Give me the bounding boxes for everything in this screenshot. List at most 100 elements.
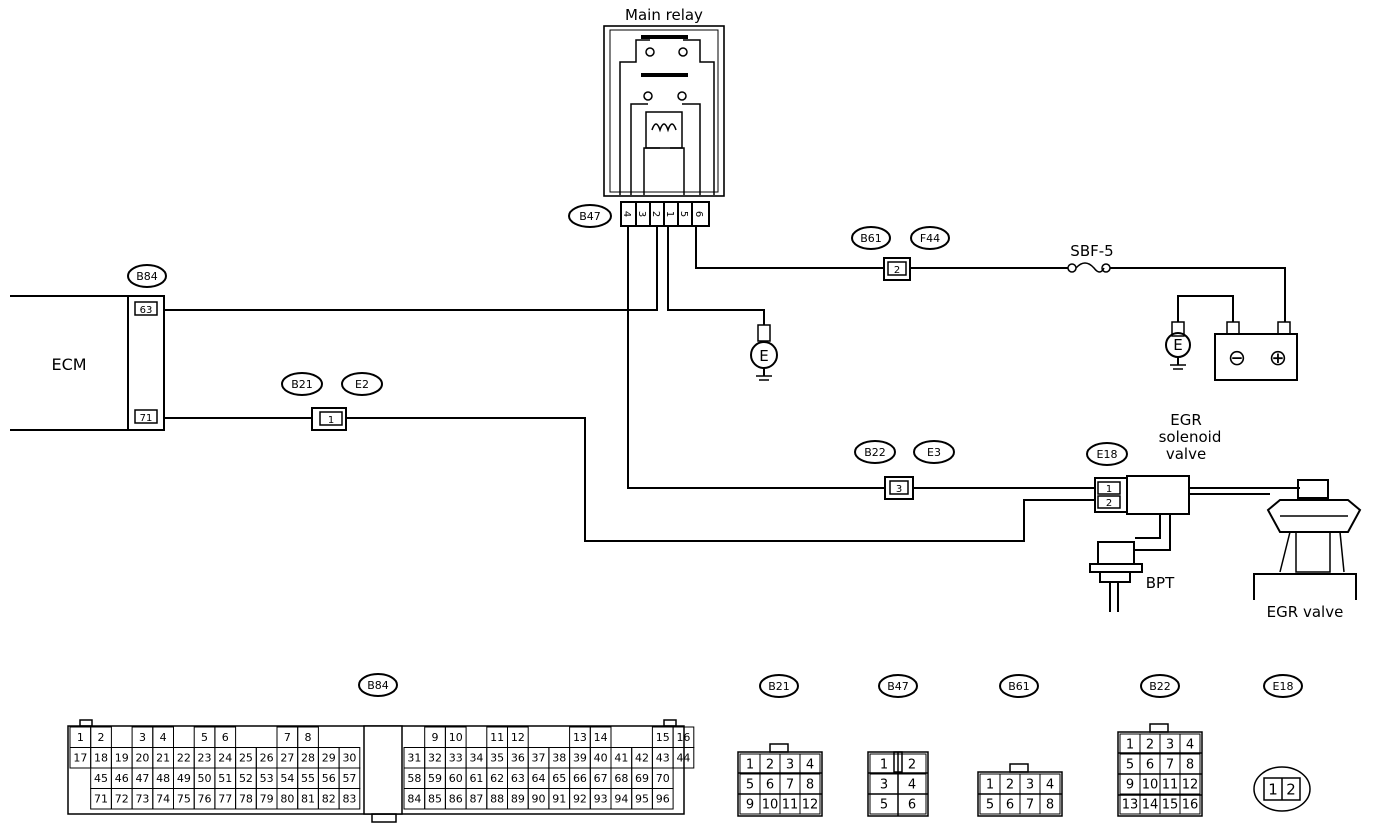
b47-view-tag	[878, 674, 918, 698]
b84-view-tag	[358, 673, 398, 697]
b21-connector	[311, 407, 347, 431]
ground-symbol	[750, 324, 778, 381]
egr-solenoid-label-2: solenoid	[1159, 428, 1222, 446]
b21-pin: 1	[328, 415, 334, 426]
egr-solenoid-label-3: valve	[1166, 445, 1206, 463]
b84-view-pin-43: 43	[656, 752, 670, 765]
b22-view-pin-7: 7	[1166, 758, 1174, 773]
b22-view-pin-15: 15	[1162, 798, 1179, 813]
b21-view-pin-5: 5	[746, 778, 754, 793]
b22-view-pin-3: 3	[1166, 738, 1174, 753]
b84-view-pin-51: 51	[218, 772, 232, 785]
b84-view-pin-42: 42	[635, 752, 649, 765]
b84-view-pin-25: 25	[239, 752, 253, 765]
b84-view-pin-21: 21	[156, 752, 170, 765]
b84-view-pin-33: 33	[449, 752, 463, 765]
b84-view-pin-41: 41	[614, 752, 628, 765]
b84-view-pin-58: 58	[407, 772, 421, 785]
b84-view-pin-87: 87	[469, 793, 483, 806]
b84-view-pin-80: 80	[280, 793, 294, 806]
b84-view-pin-72: 72	[115, 793, 129, 806]
e3-tag	[913, 440, 955, 464]
b84-view-pin-14: 14	[594, 731, 608, 744]
b84-view-pin-52: 52	[239, 772, 253, 785]
b84-view-pin-46: 46	[115, 772, 129, 785]
b21-view-pin-4: 4	[806, 758, 814, 773]
b84-view-pin-90: 90	[532, 793, 546, 806]
b84-view-pin-37: 37	[532, 752, 546, 765]
b84-view-pin-96: 96	[656, 793, 670, 806]
b22-view-pin-14: 14	[1142, 798, 1159, 813]
b21-view-pin-2: 2	[766, 758, 774, 773]
b22-view-pin-2: 2	[1146, 738, 1154, 753]
b22-view-pin-4: 4	[1186, 738, 1194, 753]
b21-view-pin-3: 3	[786, 758, 794, 773]
wire-relay-to-b22	[627, 226, 885, 489]
b47-tag-label: B47	[579, 210, 601, 223]
b21-view-pin-10: 10	[762, 798, 779, 813]
b84-view-pin-16: 16	[676, 731, 690, 744]
b22-connector	[884, 476, 914, 500]
b84-view-pin-22: 22	[177, 752, 191, 765]
battery-plus-label: ⊕	[1269, 346, 1287, 371]
b84-view-pin-13: 13	[573, 731, 587, 744]
b84-view-pin-92: 92	[573, 793, 587, 806]
b61-view-pin-2: 2	[1006, 778, 1014, 793]
b84-view-pin-18: 18	[94, 752, 108, 765]
wire-fuse-to-battery	[1110, 267, 1286, 322]
b84-tag	[127, 264, 167, 288]
e18-view-pin-2-cell	[1281, 777, 1301, 801]
b84-view-pin-68: 68	[614, 772, 628, 785]
b84-view-pin-56: 56	[322, 772, 336, 785]
b84-view-pin-74: 74	[156, 793, 170, 806]
b21-view-pin-11: 11	[782, 798, 799, 813]
b84-view-pin-1: 1	[77, 731, 84, 744]
b21-view-pin-1: 1	[746, 758, 754, 773]
b84-view-pin-44: 44	[676, 752, 690, 765]
b84-view-pin-29: 29	[322, 752, 336, 765]
b22-view-tag	[1140, 674, 1180, 698]
b84-view-pin-81: 81	[301, 793, 315, 806]
b47-view-label: B47	[887, 680, 909, 693]
b84-view-pin-83-cell	[338, 788, 361, 810]
b84-view-pin-50: 50	[198, 772, 212, 785]
main-relay-label: Main relay	[625, 6, 703, 24]
e18-pin-2: 2	[1106, 498, 1112, 509]
b84-view-pin-30: 30	[342, 752, 356, 765]
e18-view-pin-1: 1	[1268, 780, 1278, 798]
b84-view-pin-83: 83	[342, 793, 356, 806]
b84-view-pin-54: 54	[280, 772, 294, 785]
b22-view-pin-1: 1	[1126, 738, 1134, 753]
b84-view-pin-48: 48	[156, 772, 170, 785]
b84-view-pin-60: 60	[449, 772, 463, 785]
e2-tag-label: E2	[355, 378, 369, 391]
b84-view-pin-94: 94	[614, 793, 628, 806]
b22-view-pin-8: 8	[1186, 758, 1194, 773]
b84-view-pin-40: 40	[594, 752, 608, 765]
b84-view-pin-44-cell	[672, 747, 695, 769]
b84-view-pin-24: 24	[218, 752, 232, 765]
wire-relay-ground	[667, 226, 765, 325]
b84-view-pin-3: 3	[139, 731, 146, 744]
bpt-label: BPT	[1146, 574, 1175, 592]
b22-view-label: B22	[1149, 680, 1171, 693]
b84-view-pin-82: 82	[322, 793, 336, 806]
battery-ground-label: E	[1173, 336, 1182, 354]
b47-pin-2: 2	[650, 211, 661, 217]
b21-view-pin-7: 7	[786, 778, 794, 793]
e18-view-label: E18	[1273, 680, 1294, 693]
b22-view-pin-5: 5	[1126, 758, 1134, 773]
b47-pin-6: 6	[693, 211, 704, 217]
b84-view-pin-85: 85	[428, 793, 442, 806]
b84-view-pin-38: 38	[552, 752, 566, 765]
b84-view-pin-11: 11	[490, 731, 504, 744]
b47-pin-3: 3	[636, 211, 647, 217]
e2-tag	[341, 372, 383, 396]
b47-view-pin-2: 2	[908, 758, 916, 773]
b84-view-pin-35: 35	[490, 752, 504, 765]
b84-view-pin-19: 19	[115, 752, 129, 765]
b84-view-pin-79: 79	[260, 793, 274, 806]
b47-pin-4: 4	[621, 211, 632, 217]
b84-view-pin-2: 2	[98, 731, 105, 744]
b84-view-pin-53: 53	[260, 772, 274, 785]
